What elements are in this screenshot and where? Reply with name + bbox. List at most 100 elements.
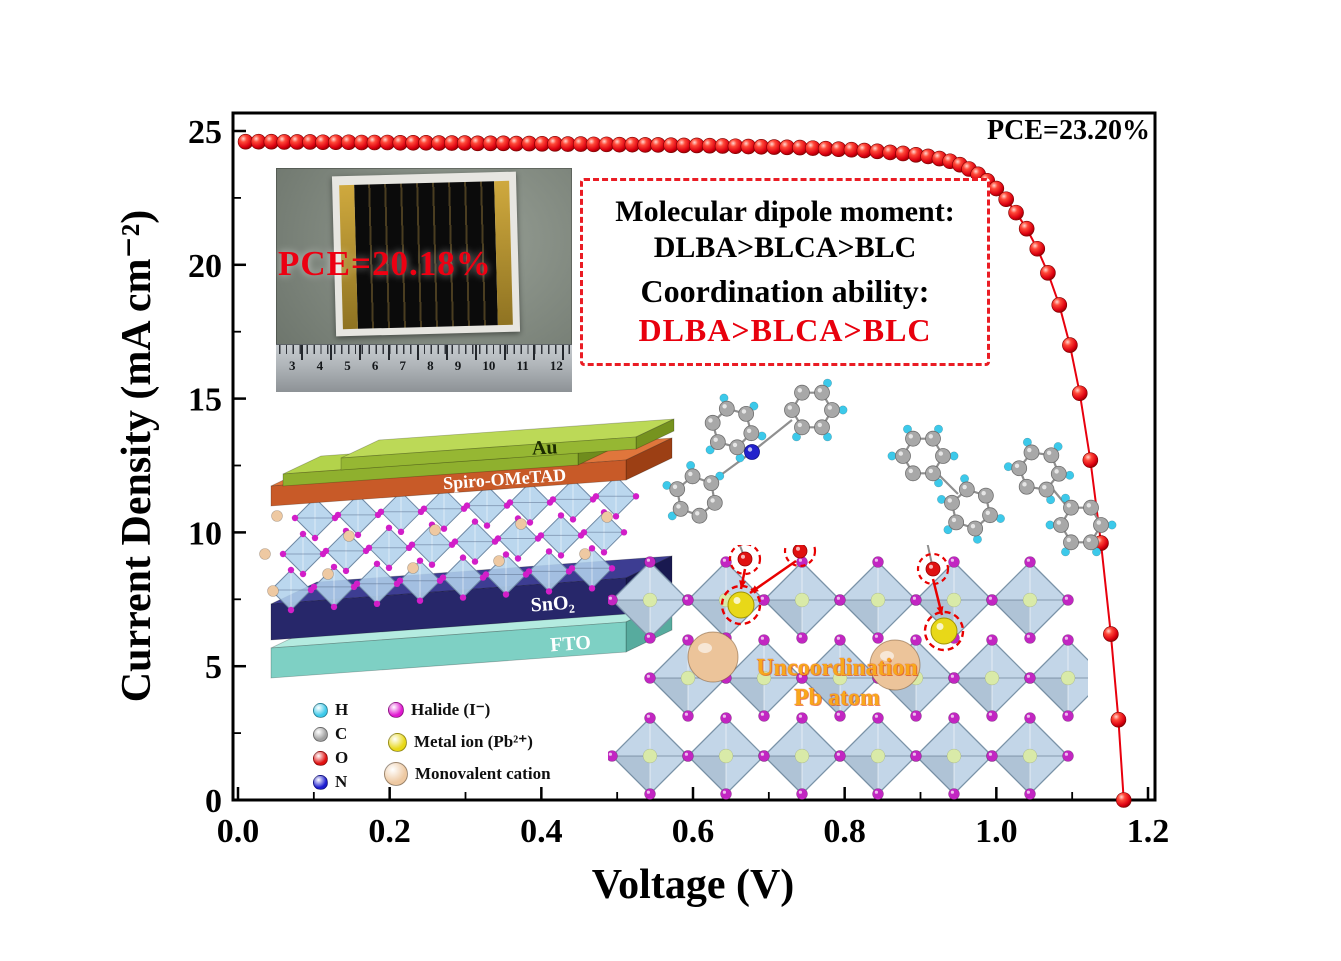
- y-axis-title: Current Density (mA cm⁻²): [114, 210, 160, 702]
- hydrogen-atom-icon: [1045, 520, 1055, 530]
- uncoordination-line2: Pb atom: [794, 685, 880, 711]
- legend-swatch-icon: [313, 702, 328, 718]
- legend-item: O: [313, 748, 348, 768]
- layer-label: Au: [531, 436, 558, 459]
- halide-atom-icon: [1062, 634, 1074, 646]
- halide-atom-icon: [910, 594, 922, 606]
- hydrogen-atom-icon: [1003, 462, 1013, 472]
- jv-data-point: [1062, 337, 1078, 353]
- legend-swatch-icon: [384, 762, 408, 786]
- legend-label: Halide (I⁻): [411, 700, 491, 719]
- pb-atom-icon: [930, 617, 958, 645]
- ruler-number: 10: [482, 358, 496, 373]
- b-site-atom-icon: [946, 748, 962, 764]
- y-tick-label: 10: [188, 515, 222, 552]
- legend-label: H: [335, 700, 349, 719]
- callout-line3: Coordination ability:: [640, 273, 930, 309]
- ruler-number: 4: [316, 358, 324, 373]
- carbon-atom-icon: [925, 465, 941, 482]
- jv-data-point: [1071, 385, 1088, 402]
- hydrogen-atom-icon: [1065, 470, 1075, 480]
- hydrogen-atom-icon: [749, 401, 759, 411]
- carbon-atom-icon: [958, 481, 975, 498]
- halide-atom-icon: [986, 594, 998, 606]
- y-tick-label: 20: [188, 248, 222, 285]
- halide-atom-icon: [872, 788, 884, 800]
- carbon-atom-icon: [704, 414, 721, 431]
- callout-line2: DLBA>BLCA>BLC: [653, 231, 917, 264]
- halide-atom-icon: [682, 750, 694, 762]
- legend-label: O: [335, 748, 349, 767]
- monovalent-cation-icon: [687, 631, 739, 683]
- legend-swatch-icon: [313, 726, 328, 742]
- carbon-atom-icon: [895, 448, 911, 464]
- legend-item: C: [313, 724, 347, 744]
- carbon-atom-icon: [709, 434, 726, 451]
- carbon-atom-icon: [1023, 444, 1040, 461]
- halide-atom-icon: [720, 712, 732, 724]
- arrow-icon: [750, 585, 759, 593]
- callout-box: Molecular dipole moment: DLBA>BLCA>BLC C…: [580, 178, 990, 366]
- legend-label: N: [335, 772, 348, 791]
- legend-item: Halide (I⁻): [388, 700, 490, 720]
- carbon-atom-icon: [706, 494, 723, 511]
- carbon-atom-icon: [1063, 499, 1079, 516]
- legend-item: H: [313, 700, 348, 720]
- jv-data-point: [1051, 297, 1068, 313]
- carbon-atom-icon: [824, 402, 840, 418]
- b-site-atom-icon: [718, 748, 734, 764]
- b-site-atom-icon: [946, 592, 962, 608]
- uncoordination-line1: Uncoordination: [756, 655, 918, 681]
- legend-label: Metal ion (Pb²⁺): [414, 732, 533, 751]
- inset-pce-label: PCE=20.18%: [278, 244, 492, 283]
- halide-atom-icon: [872, 712, 884, 724]
- halide-atom-icon: [720, 788, 732, 800]
- carbon-atom-icon: [743, 425, 760, 442]
- b-site-atom-icon: [642, 592, 658, 608]
- b-site-atom-icon: [984, 670, 1000, 686]
- pce-annotation: PCE=23.20%: [987, 115, 1150, 146]
- halide-atom-icon: [644, 672, 656, 684]
- b-site-atom-icon: [680, 670, 696, 686]
- hydrogen-atom-icon: [943, 525, 953, 535]
- halide-atom-icon: [986, 710, 998, 722]
- ruler-number: 12: [549, 358, 563, 373]
- halide-atom-icon: [644, 556, 656, 568]
- carbon-atom-icon: [905, 430, 921, 447]
- arrow-icon: [936, 606, 944, 615]
- gold-contact-right: [494, 180, 513, 326]
- halide-atom-icon: [872, 632, 884, 644]
- halide-atom-icon: [682, 594, 694, 606]
- oxygen-atom-icon: [925, 561, 941, 577]
- halide-atom-icon: [1024, 788, 1036, 800]
- halide-atom-icon: [986, 634, 998, 646]
- dashed-highlight-circle-icon: [783, 545, 817, 568]
- carbon-atom-icon: [691, 507, 708, 524]
- halide-atom-icon: [796, 712, 808, 724]
- x-tick-label: 1.0: [975, 813, 1018, 850]
- dashed-highlight-circle-icon: [728, 545, 762, 576]
- halide-atom-icon: [1024, 632, 1036, 644]
- carbon-atom-icon: [1050, 465, 1067, 482]
- ruler-number: 9: [454, 358, 462, 373]
- halide-atom-icon: [796, 632, 808, 644]
- hydrogen-atom-icon: [667, 511, 677, 521]
- molecule-diagram: [662, 378, 1117, 557]
- ruler-number: 6: [371, 358, 379, 373]
- dashed-highlight-circle-icon: [923, 610, 965, 652]
- carbon-atom-icon: [794, 384, 810, 401]
- layer-label: FTO: [549, 632, 591, 657]
- legend-label: C: [335, 724, 348, 743]
- legend-item: N: [313, 772, 347, 792]
- ruler-number: 8: [427, 358, 434, 373]
- halide-atom-icon: [796, 788, 808, 800]
- jv-data-point: [998, 191, 1014, 208]
- halide-atom-icon: [948, 712, 960, 724]
- jv-data-point: [1115, 792, 1132, 808]
- uncoordination-label: Uncoordination Pb atom: [737, 653, 937, 713]
- dashed-highlight-circle-icon: [720, 584, 762, 626]
